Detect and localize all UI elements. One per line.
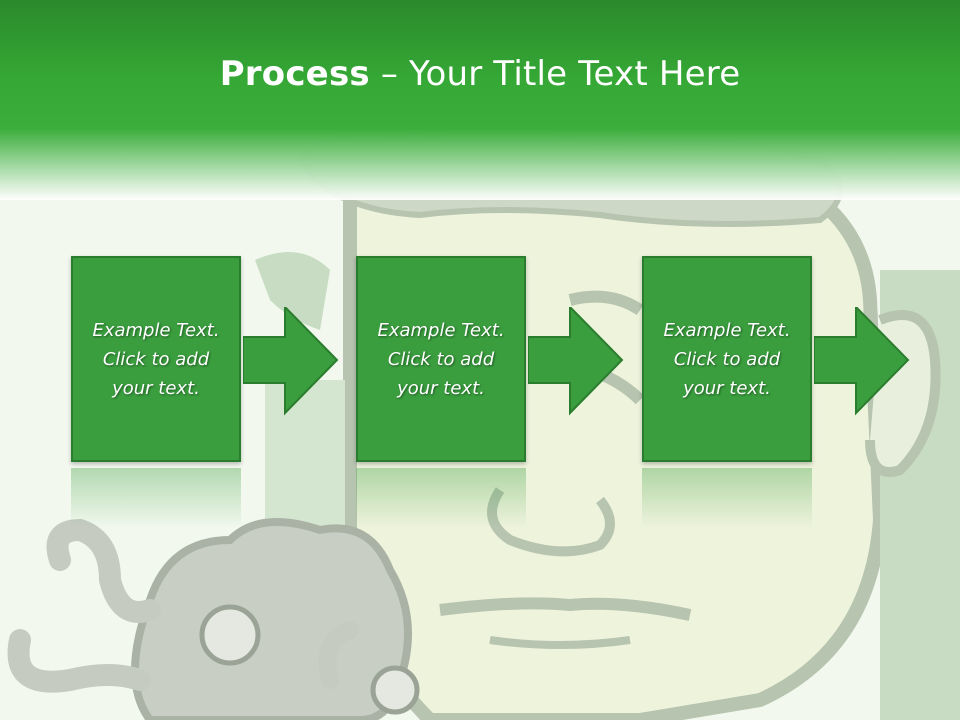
step-box[interactable]: Example Text. Click to add your text. <box>71 256 241 462</box>
step-reflection <box>642 468 812 528</box>
arrow-right-icon <box>528 307 624 416</box>
title-rest-text: – Your Title Text Here <box>369 54 741 94</box>
step-box[interactable]: Example Text. Click to add your text. <box>642 256 812 462</box>
step-text: Example Text. Click to add your text. <box>377 319 505 399</box>
title-bold-text: Process <box>219 54 370 94</box>
header-band <box>0 0 960 200</box>
process-step-3[interactable]: Example Text. Click to add your text. <box>642 256 816 466</box>
step-reflection <box>356 468 526 528</box>
arrow-right-icon <box>814 307 910 416</box>
step-text: Example Text. Click to add your text. <box>663 319 791 399</box>
step-text: Example Text. Click to add your text. <box>92 319 220 399</box>
step-reflection <box>71 468 241 528</box>
process-step-2[interactable]: Example Text. Click to add your text. <box>356 256 530 466</box>
arrow-right-icon <box>243 307 339 416</box>
process-step-1[interactable]: Example Text. Click to add your text. <box>71 256 245 466</box>
step-box[interactable]: Example Text. Click to add your text. <box>356 256 526 462</box>
slide-title[interactable]: Process – Your Title Text Here <box>0 52 960 96</box>
